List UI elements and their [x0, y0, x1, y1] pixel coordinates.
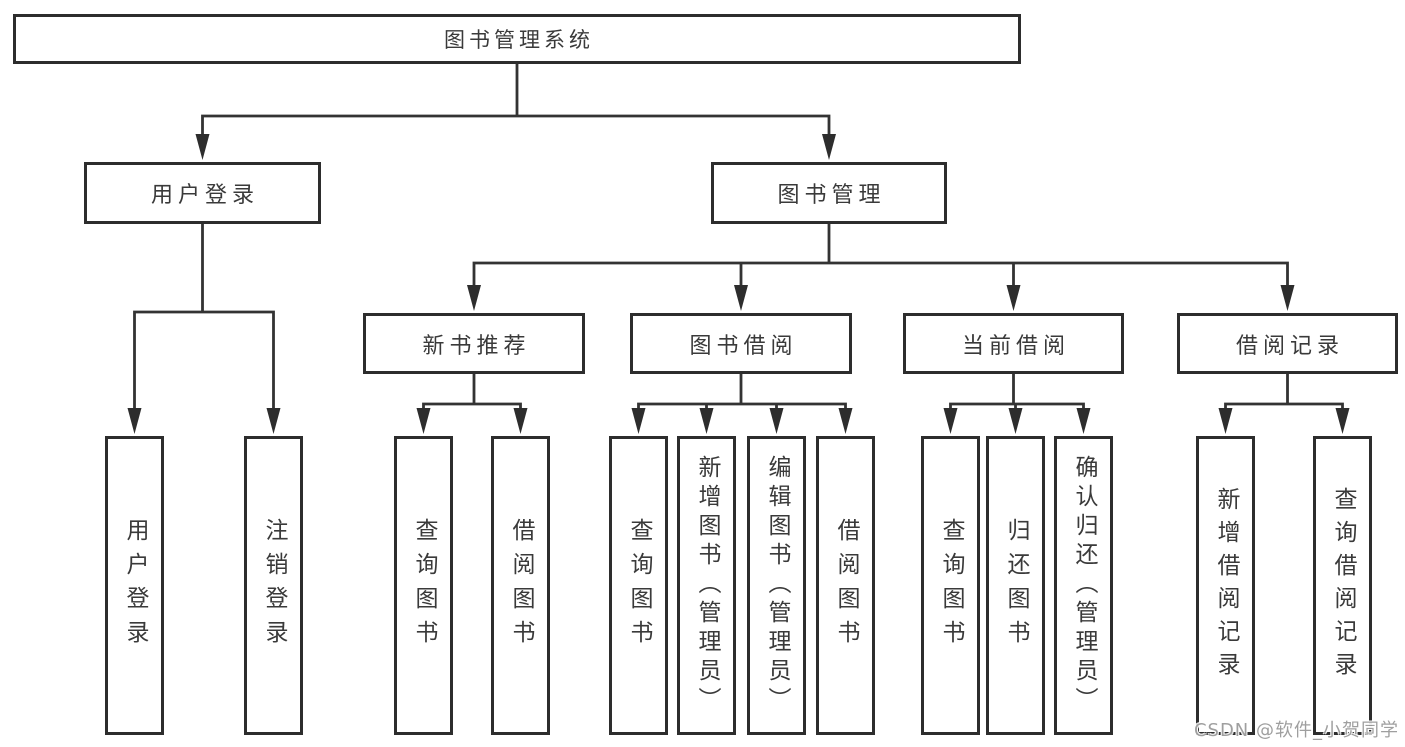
- connector-bookborrow-to-children: [637, 374, 847, 412]
- leaf-return-books-label: 归还图书: [1003, 517, 1029, 654]
- leaf-query-books-2-label: 查询图书: [626, 517, 652, 654]
- leaf-borrow-books-1: 借阅图书: [491, 436, 550, 735]
- arrow-head: [1008, 408, 1023, 434]
- node-borrowing-records: 借阅记录: [1177, 313, 1398, 374]
- arrow-head: [127, 408, 142, 434]
- watermark: CSDN @软件_小贺同学: [1193, 720, 1399, 741]
- arrow-head: [1076, 408, 1091, 434]
- leaf-query-books-3-label: 查询图书: [938, 517, 964, 654]
- arrow-head: [467, 285, 481, 311]
- node-new-book-recommend-label: 新书推荐: [422, 333, 531, 359]
- node-borrowing-records-label: 借阅记录: [1235, 333, 1344, 359]
- leaf-user-login: 用户登录: [105, 436, 164, 735]
- arrow-head: [943, 408, 958, 434]
- node-current-borrowing-label: 当前借阅: [961, 333, 1070, 359]
- leaf-query-books-1: 查询图书: [394, 436, 453, 735]
- leaf-add-books-admin: 新增图书（管理员）: [677, 436, 736, 735]
- node-book-borrowing-label: 图书借阅: [689, 333, 798, 359]
- arrow-head: [195, 134, 210, 160]
- leaf-query-borrow-record-label: 查询借阅记录: [1330, 486, 1356, 685]
- arrow-head: [1006, 285, 1021, 311]
- leaf-borrow-books-2: 借阅图书: [816, 436, 875, 735]
- leaf-add-borrow-record: 新增借阅记录: [1196, 436, 1255, 735]
- node-book-management: 图书管理: [711, 162, 947, 224]
- connector-root-to-level2: [201, 64, 831, 138]
- leaf-user-login-label: 用户登录: [122, 517, 148, 654]
- arrow-head: [631, 408, 646, 434]
- node-user-login: 用户登录: [84, 162, 321, 224]
- connector-bookmgmt-to-level3: [472, 224, 1289, 289]
- leaf-borrow-books-2-label: 借阅图书: [833, 517, 859, 654]
- node-new-book-recommend: 新书推荐: [363, 313, 585, 374]
- leaf-logout-label: 注销登录: [261, 517, 287, 654]
- leaf-edit-books-admin: 编辑图书（管理员）: [747, 436, 806, 735]
- arrow-head: [1280, 285, 1295, 311]
- node-book-borrowing: 图书借阅: [630, 313, 852, 374]
- leaf-confirm-return-admin: 确认归还（管理员）: [1054, 436, 1113, 735]
- arrow-heads: [127, 134, 1350, 434]
- node-root: 图书管理系统: [13, 14, 1021, 64]
- arrow-head: [1335, 408, 1350, 434]
- leaf-add-books-admin-label: 新增图书（管理员）: [694, 455, 720, 716]
- leaf-confirm-return-admin-label: 确认归还（管理员）: [1071, 455, 1097, 716]
- node-root-label: 图书管理系统: [444, 28, 594, 52]
- leaf-borrow-books-1-label: 借阅图书: [508, 517, 534, 654]
- leaf-add-borrow-record-label: 新增借阅记录: [1213, 486, 1239, 685]
- arrow-head: [699, 408, 714, 434]
- leaf-edit-books-admin-label: 编辑图书（管理员）: [764, 455, 790, 716]
- arrow-head: [266, 408, 281, 434]
- leaf-query-books-3: 查询图书: [921, 436, 980, 735]
- arrow-head: [838, 408, 853, 434]
- arrow-head: [416, 408, 431, 434]
- leaf-logout: 注销登录: [244, 436, 303, 735]
- connector-records-to-children: [1224, 374, 1344, 412]
- arrow-head: [822, 134, 836, 160]
- leaf-return-books: 归还图书: [986, 436, 1045, 735]
- arrow-head: [769, 408, 784, 434]
- arrow-head: [734, 285, 748, 311]
- connector-currentborrow-to-children: [949, 374, 1085, 412]
- arrow-head: [1218, 408, 1233, 434]
- node-user-login-label: 用户登录: [150, 183, 259, 208]
- leaf-query-books-1-label: 查询图书: [411, 517, 437, 654]
- leaf-query-borrow-record: 查询借阅记录: [1313, 436, 1372, 735]
- node-current-borrowing: 当前借阅: [903, 313, 1124, 374]
- connector-newbook-to-children: [422, 374, 522, 412]
- node-book-management-label: 图书管理: [777, 183, 886, 208]
- connector-userlogin-to-children: [133, 224, 275, 412]
- leaf-query-books-2: 查询图书: [609, 436, 668, 735]
- arrow-head: [513, 408, 528, 434]
